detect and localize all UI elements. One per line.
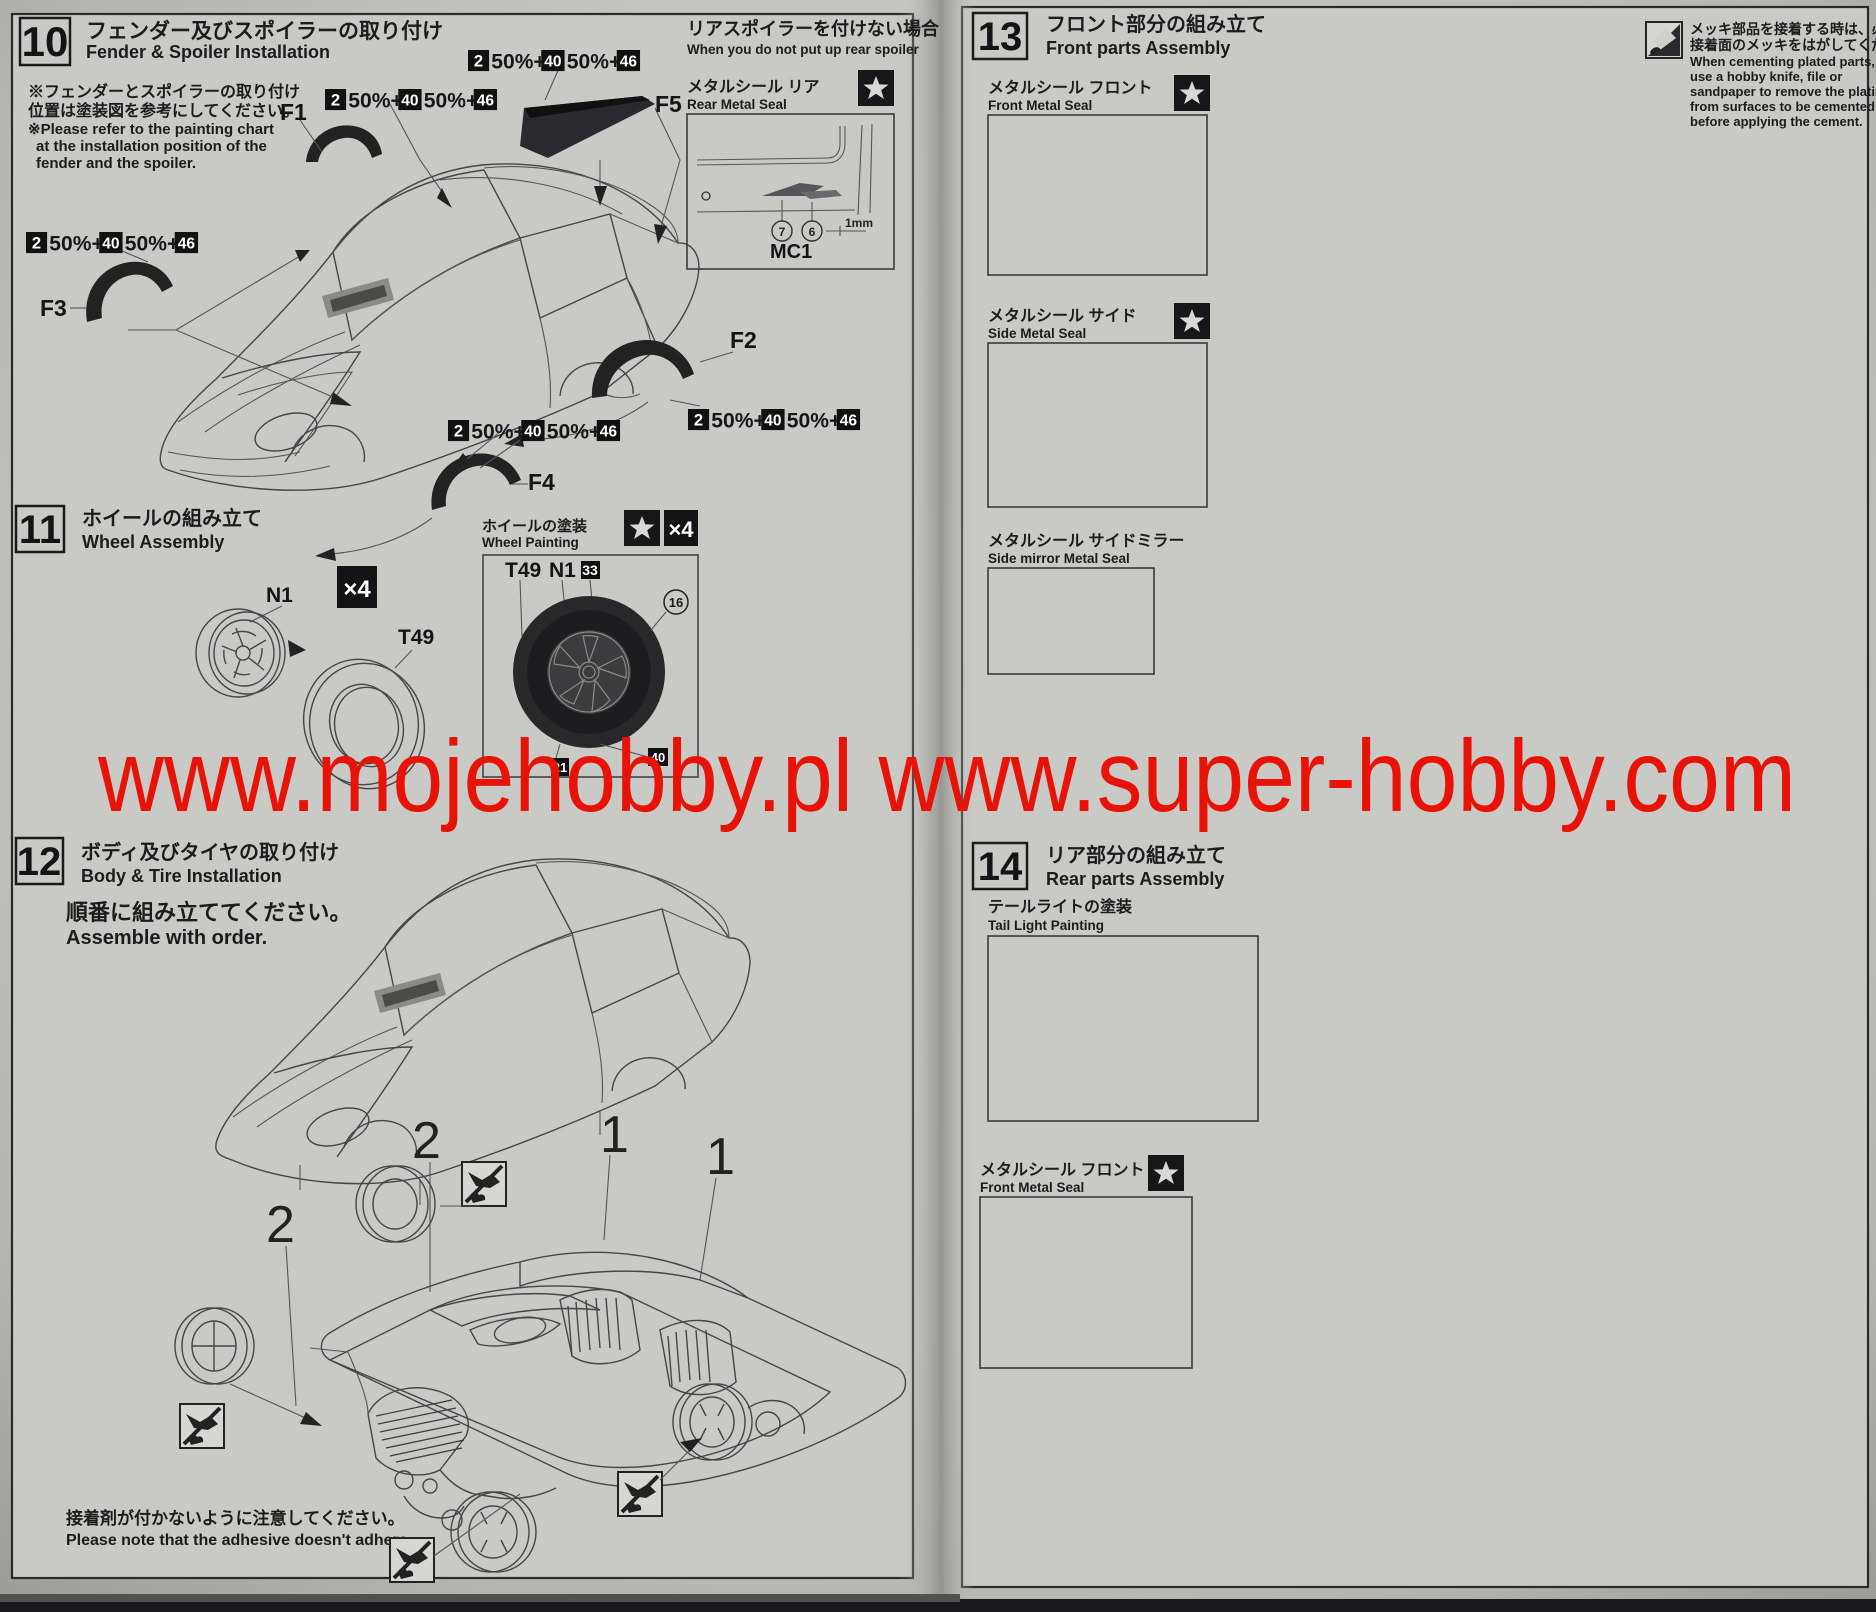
svg-text:use a hobby knife, file or: use a hobby knife, file or [1690,69,1842,84]
svg-text:メタルシール フロント: メタルシール フロント [980,1161,1144,1179]
svg-text:メタルシール フロント: メタルシール フロント [988,79,1152,97]
svg-text:リアスポイラーを付けない場合: リアスポイラーを付けない場合 [687,18,940,39]
svg-text:※Please refer to the painting: ※Please refer to the painting chart [28,121,274,138]
svg-text:12: 12 [17,840,62,884]
svg-text:N1: N1 [266,584,293,607]
svg-text:メタルシール リア: メタルシール リア [687,78,819,96]
svg-text:at the installation position o: at the installation position of the [36,138,267,155]
svg-text:位置は塗装図を参考にしてください。: 位置は塗装図を参考にしてください。 [28,101,299,120]
svg-text:before applying the cement.: before applying the cement. [1690,114,1863,129]
svg-text:2: 2 [412,1112,441,1170]
svg-text:Front Metal Seal: Front Metal Seal [988,98,1092,113]
svg-text:2: 2 [266,1196,295,1254]
svg-text:33: 33 [582,562,598,578]
svg-text:×4: ×4 [343,576,371,603]
svg-text:Rear parts Assembly: Rear parts Assembly [1046,869,1224,889]
svg-text:sandpaper to remove the platin: sandpaper to remove the plating [1690,84,1876,99]
svg-text:接着面のメッキをはがしてください。: 接着面のメッキをはがしてください。 [1690,37,1876,53]
svg-text:Side mirror Metal Seal: Side mirror Metal Seal [988,551,1130,566]
svg-text:Body & Tire Installation: Body & Tire Installation [81,866,282,886]
svg-text:1: 1 [706,1128,735,1186]
svg-text:Tail Light Painting: Tail Light Painting [988,918,1104,933]
svg-text:×4: ×4 [668,517,694,542]
svg-text:メタルシール サイドミラー: メタルシール サイドミラー [988,532,1184,550]
svg-text:40: 40 [651,750,665,765]
svg-text:from surfaces to be cemented: from surfaces to be cemented [1690,99,1875,114]
svg-text:フロント部分の組み立て: フロント部分の組み立て [1046,12,1266,36]
svg-text:11: 11 [19,508,61,552]
svg-text:T49: T49 [505,559,541,582]
svg-text:リア部分の組み立て: リア部分の組み立て [1046,843,1226,867]
svg-text:ホイールの塗装: ホイールの塗装 [482,517,588,535]
svg-text:ボディ及びタイヤの取り付け: ボディ及びタイヤの取り付け [81,840,339,864]
svg-text:ホイールの組み立て: ホイールの組み立て [82,506,262,530]
svg-text:1mm: 1mm [845,216,873,230]
svg-text:When cementing plated parts,: When cementing plated parts, [1690,54,1875,69]
svg-text:When you do not put up rear sp: When you do not put up rear spoiler [687,42,919,57]
svg-text:21: 21 [553,760,567,775]
svg-text:7: 7 [779,225,786,239]
svg-text:16: 16 [669,595,683,610]
svg-text:順番に組み立ててください。: 順番に組み立ててください。 [66,900,351,925]
svg-text:フェンダー及びスポイラーの取り付け: フェンダー及びスポイラーの取り付け [86,19,443,43]
svg-text:F1: F1 [280,99,307,125]
svg-text:N1: N1 [549,559,576,582]
svg-text:※フェンダーとスポイラーの取り付け: ※フェンダーとスポイラーの取り付け [28,82,300,101]
svg-text:www.mojehobby.pl www.super-hob: www.mojehobby.pl www.super-hobby.com [97,719,1796,833]
svg-text:メッキ部品を接着する時は、必ず: メッキ部品を接着する時は、必ず [1690,21,1876,37]
svg-text:Front parts Assembly: Front parts Assembly [1046,38,1230,58]
svg-text:Please note that the adhesive: Please note that the adhesive doesn't ad… [66,1532,412,1549]
svg-text:Assemble with order.: Assemble with order. [66,927,267,949]
svg-text:Front Metal Seal: Front Metal Seal [980,1180,1084,1195]
svg-text:fender and the spoiler.: fender and the spoiler. [36,155,196,172]
svg-text:Wheel Painting: Wheel Painting [482,535,579,550]
svg-text:13: 13 [978,15,1023,59]
svg-text:MC1: MC1 [770,241,812,263]
svg-text:F3: F3 [40,295,67,321]
svg-text:10: 10 [22,18,69,65]
svg-text:テールライトの塗装: テールライトの塗装 [988,897,1132,916]
svg-text:T49: T49 [398,626,434,649]
svg-text:F5: F5 [655,91,682,117]
svg-text:接着剤が付かないように注意してください。: 接着剤が付かないように注意してください。 [66,1508,405,1528]
svg-text:14: 14 [978,845,1023,889]
svg-text:F2: F2 [730,327,757,353]
svg-text:Wheel Assembly: Wheel Assembly [82,532,224,552]
svg-text:Side Metal Seal: Side Metal Seal [988,326,1086,341]
svg-text:1: 1 [600,1106,629,1164]
svg-text:Fender & Spoiler Installation: Fender & Spoiler Installation [86,42,330,62]
svg-text:Rear Metal Seal: Rear Metal Seal [687,97,787,112]
svg-text:6: 6 [809,225,816,239]
svg-text:F4: F4 [528,469,555,495]
svg-text:メタルシール サイド: メタルシール サイド [988,307,1136,325]
